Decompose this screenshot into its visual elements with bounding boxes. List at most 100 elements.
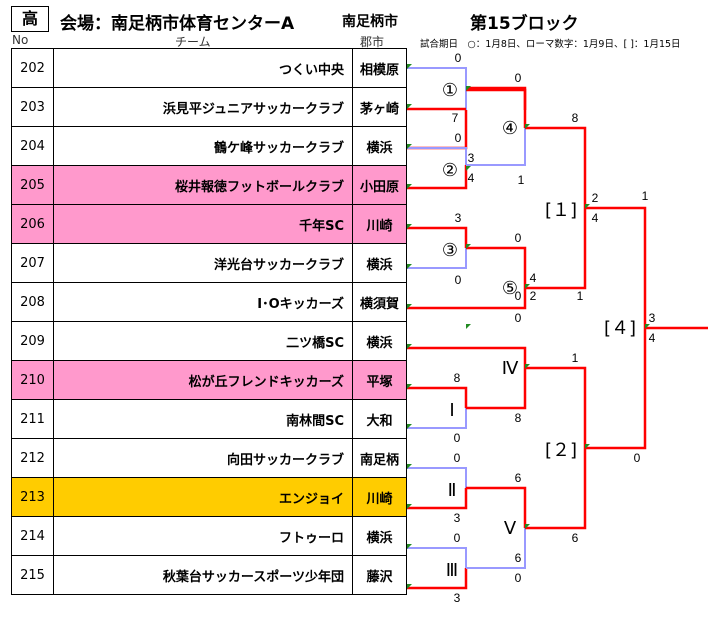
bracket-line (407, 408, 467, 429)
marker-icon (407, 344, 412, 349)
score-label: 0 (454, 451, 461, 465)
score-label: 1 (577, 289, 584, 303)
marker-icon (585, 204, 590, 209)
marker-icon (407, 304, 412, 309)
team-number: 214 (11, 516, 54, 556)
score-label: 1 (572, 351, 579, 365)
marker-icon (466, 244, 471, 249)
score-label: 7 (452, 111, 459, 125)
team-number: 209 (11, 321, 54, 361)
score-label: 3 (649, 311, 656, 325)
marker-icon (407, 424, 412, 429)
team-city: 横浜 (352, 126, 407, 166)
bracket-line (466, 128, 526, 166)
match-label-III: Ⅲ (446, 560, 458, 581)
team-city: 小田原 (352, 165, 407, 205)
team-number: 212 (11, 438, 54, 478)
match-label-II: Ⅱ (448, 480, 457, 501)
bracket-line (585, 328, 647, 450)
score-label: 3 (454, 591, 461, 605)
team-city: 茅ヶ崎 (352, 87, 407, 127)
bracket-line (407, 67, 467, 110)
score-label: 4 (649, 331, 656, 345)
bracket-line (525, 448, 587, 530)
team-city: 横浜 (352, 243, 407, 283)
column-header-city: 郡市 (360, 35, 385, 49)
column-header-team: チーム (175, 35, 211, 49)
team-number: 210 (11, 360, 54, 400)
bracket-line (407, 467, 467, 488)
marker-icon (407, 144, 412, 149)
block-title: 第15ブロック (470, 14, 579, 34)
bracket-line (407, 226, 468, 248)
score-label: 8 (454, 371, 461, 385)
bracket-line (525, 208, 587, 290)
marker-icon (407, 224, 412, 229)
bracket-line (466, 88, 527, 110)
team-number: 215 (11, 555, 54, 595)
match-label-1: ① (442, 80, 458, 101)
team-name: 松が丘フレンドキッカーズ (53, 360, 353, 400)
team-city: 南足柄 (352, 438, 407, 478)
team-number: 203 (11, 87, 54, 127)
marker-icon (407, 584, 412, 589)
marker-icon (525, 124, 530, 129)
score-label: 3 (454, 511, 461, 525)
score-label: 0 (455, 273, 462, 287)
team-city: 平塚 (352, 360, 407, 400)
bracket-line (585, 206, 647, 328)
team-number: 211 (11, 399, 54, 439)
score-label: 0 (515, 571, 522, 585)
team-name: 千年SC (53, 204, 353, 244)
bracket-line (407, 568, 468, 590)
bracket-line (466, 368, 527, 410)
marker-icon (466, 324, 471, 329)
marker-icon (407, 544, 412, 549)
marker-icon (407, 504, 412, 509)
bracket-line (466, 486, 527, 528)
score-label: 0 (454, 531, 461, 545)
team-city: 横浜 (352, 516, 407, 556)
team-name: 桜井報徳フットボールクラブ (53, 165, 353, 205)
match-date-legend: 試合期日 ○：1月8日、ローマ数字：1月9日、[ ]：1月15日 (420, 39, 681, 50)
score-label: 3 (455, 211, 462, 225)
score-label: 0 (515, 71, 522, 85)
score-label: 4 (592, 211, 599, 225)
marker-icon (407, 64, 412, 69)
team-city: 横須賀 (352, 282, 407, 322)
grade-badge: 高 (11, 6, 49, 32)
team-city: 横浜 (352, 321, 407, 361)
team-number: 204 (11, 126, 54, 166)
team-city: 川崎 (352, 204, 407, 244)
team-city: 大和 (352, 399, 407, 439)
bracket-line (407, 248, 467, 269)
bracket-line (525, 366, 587, 448)
team-number: 206 (11, 204, 54, 244)
venue-title: 会場：南足柄市体育センターA (60, 14, 295, 34)
host-city: 南足柄市 (342, 14, 398, 30)
marker-icon (407, 264, 412, 269)
marker-icon (525, 524, 530, 529)
score-label: 4 (530, 271, 537, 285)
round-label-2: [２] (545, 440, 577, 461)
marker-icon (525, 284, 530, 289)
score-label: 4 (468, 171, 475, 185)
score-label: 1 (518, 173, 525, 187)
bracket-line (466, 528, 526, 569)
score-label: 0 (515, 311, 522, 325)
score-label: 2 (592, 191, 599, 205)
score-label: 0 (455, 51, 462, 65)
team-city: 川崎 (352, 477, 407, 517)
bracket-line (407, 488, 468, 510)
match-label-IV: Ⅳ (502, 358, 519, 379)
score-label: 0 (454, 431, 461, 445)
score-label: 2 (530, 289, 537, 303)
match-label-2: ② (442, 160, 458, 181)
team-number: 205 (11, 165, 54, 205)
